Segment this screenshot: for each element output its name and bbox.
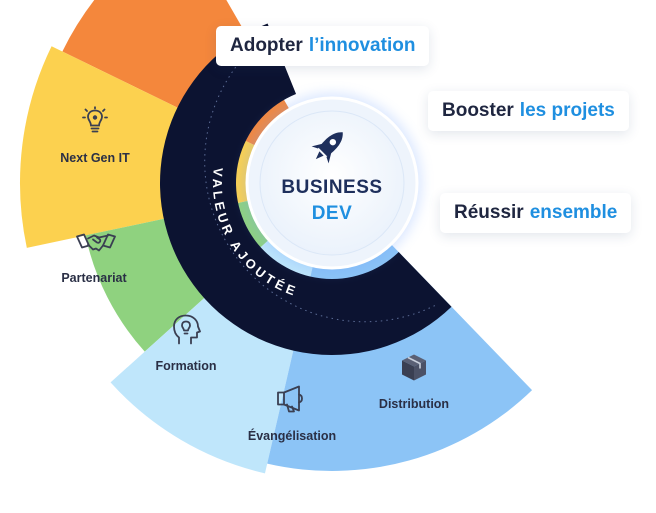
pill-booster-dark: Booster: [442, 100, 514, 121]
handshake-icon: [75, 230, 117, 263]
core-title-dev: DEV: [311, 203, 353, 224]
segment-label-formation: Formation: [155, 359, 217, 373]
head-bulb-icon: [171, 314, 201, 351]
segment-label-next-gen-it: Next Gen IT: [60, 151, 130, 165]
rocket-icon: [311, 132, 343, 164]
pill-adopter-accent: l’innovation: [308, 35, 416, 56]
core-title-business: BUSINESS: [281, 177, 383, 198]
pill-reussir-accent: ensemble: [529, 202, 618, 223]
pill-adopter-innovation: Adopter l’innovation: [216, 26, 430, 66]
segment-label-evangelisation: Évangélisation: [247, 429, 337, 443]
value-ring: [159, 23, 452, 356]
pill-booster-projets: Booster les projets: [428, 91, 629, 131]
segment-evangelisation: [110, 183, 332, 474]
pill-reussir-dark: Réussir: [454, 202, 524, 223]
core-circle: [259, 110, 405, 256]
segment-label-partenariat: Partenariat: [61, 271, 127, 285]
pill-reussir-ensemble: Réussir ensemble: [440, 193, 632, 233]
ring-dotted-line: [204, 38, 436, 323]
segment-label-distribution: Distribution: [378, 397, 450, 411]
pill-booster-accent: les projets: [519, 100, 615, 121]
box-icon: [399, 353, 429, 388]
megaphone-icon: [275, 385, 309, 420]
lightbulb-icon: [78, 106, 112, 142]
pill-adopter-dark: Adopter: [230, 35, 303, 56]
